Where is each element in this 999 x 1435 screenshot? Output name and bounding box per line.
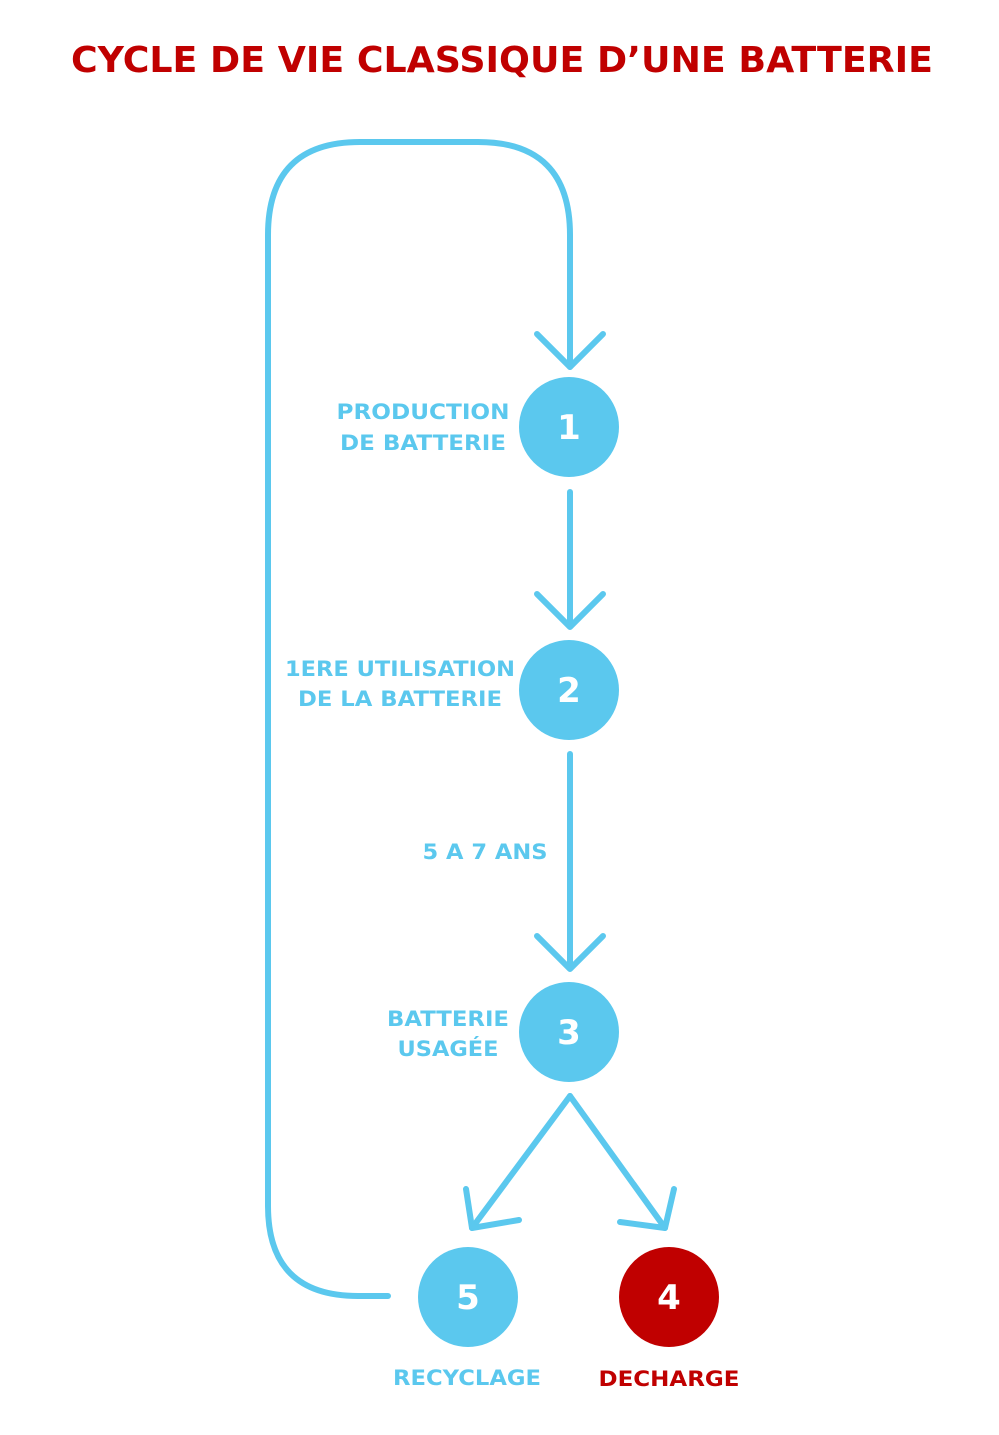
page-title: CYCLE DE VIE CLASSIQUE D’UNE BATTERIE (71, 40, 933, 81)
node-3-label-line2: USAGÉE (398, 1036, 499, 1061)
node-2-label-line1: 1ERE UTILISATION (285, 657, 515, 681)
arrowhead-to-node-3 (534, 933, 606, 972)
node-production: 1 PRODUCTION DE BATTERIE (337, 377, 619, 477)
node-2-label-line2: DE LA BATTERIE (298, 687, 502, 711)
node-landfill: 4 DECHARGE (599, 1247, 740, 1391)
connector-3-to-5 (469, 1093, 573, 1231)
node-1-label-line1: PRODUCTION (337, 400, 510, 424)
node-5-circle (418, 1247, 518, 1347)
node-5-label: RECYCLAGE (393, 1366, 541, 1390)
arrowhead-to-node-5 (463, 1186, 522, 1231)
arrowhead-to-node-4 (617, 1186, 677, 1231)
node-recycling: 5 RECYCLAGE (393, 1247, 541, 1390)
recycle-loop-connector (265, 139, 573, 1299)
node-4-number: 4 (657, 1278, 681, 1318)
arrowhead-to-node-1 (534, 331, 606, 370)
node-5-number: 5 (456, 1278, 480, 1318)
node-2-number: 2 (557, 671, 581, 711)
arrowhead-to-node-2 (534, 591, 606, 630)
connector-3-to-4 (567, 1093, 668, 1231)
node-3-circle (519, 982, 619, 1082)
node-4-circle (619, 1247, 719, 1347)
connectors (265, 139, 677, 1299)
node-1-label-line2: DE BATTERIE (340, 431, 506, 455)
node-2-circle (519, 640, 619, 740)
node-4-label: DECHARGE (599, 1367, 740, 1391)
node-3-number: 3 (557, 1013, 581, 1053)
node-1-number: 1 (557, 408, 581, 448)
node-3-label-line1: BATTERIE (387, 1007, 509, 1031)
node-first-use: 2 1ERE UTILISATION DE LA BATTERIE (285, 640, 619, 740)
node-used-battery: 3 BATTERIE USAGÉE (387, 982, 619, 1082)
duration-label: 5 A 7 ANS (423, 840, 548, 864)
node-1-circle (519, 377, 619, 477)
